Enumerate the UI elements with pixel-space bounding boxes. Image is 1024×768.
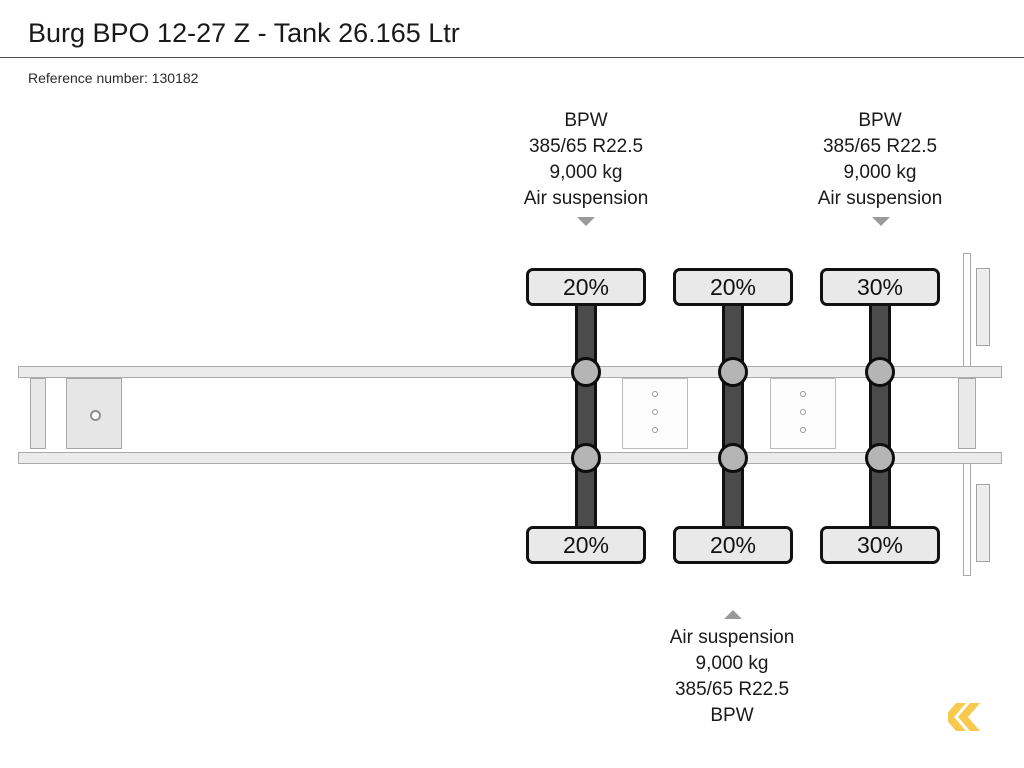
bolt-hole-icon — [652, 427, 658, 433]
load-badge-value: 20% — [709, 273, 757, 300]
axle-bar-2 — [722, 292, 744, 538]
wheel-hub-1-bottom — [571, 443, 601, 473]
rear-lamp-lower — [976, 484, 990, 562]
bolt-hole-icon — [800, 391, 806, 397]
callout-line-tyre-size: 385/65 R22.5 — [674, 679, 790, 700]
axle-callout-bottom: Air suspension 9,000 kg 385/65 R22.5 BPW — [592, 625, 872, 729]
callout-line-suspension: Air suspension — [523, 188, 649, 209]
chassis-rail-top — [18, 366, 1002, 378]
page-title: Burg BPO 12-27 Z - Tank 26.165 Ltr — [28, 18, 460, 48]
axle-bar-3 — [869, 292, 891, 538]
callout-line-capacity: 9,000 kg — [695, 653, 769, 674]
load-badge-axle-1-bottom: 20% — [526, 526, 646, 564]
bolt-hole-icon — [652, 409, 658, 415]
callout-pointer-down-icon — [872, 217, 890, 226]
callout-line-capacity: 9,000 kg — [843, 162, 917, 183]
rear-cross-member — [958, 378, 976, 449]
load-badge-value: 20% — [562, 273, 610, 300]
load-badge-axle-2-bottom: 20% — [673, 526, 793, 564]
load-badge-axle-3-top: 30% — [820, 268, 940, 306]
axle-callout-top-right: BPW 385/65 R22.5 9,000 kg Air suspension — [740, 108, 1020, 212]
callout-pointer-down-icon — [577, 217, 595, 226]
callout-line-brand: BPW — [564, 110, 608, 131]
bolt-hole-icon — [800, 409, 806, 415]
chassis-drawing — [0, 96, 1024, 768]
callout-line-brand: BPW — [710, 705, 754, 726]
callout-line-suspension: Air suspension — [669, 627, 795, 648]
double-chevron-left-icon — [944, 703, 980, 731]
load-badge-axle-2-top: 20% — [673, 268, 793, 306]
bolt-hole-icon — [652, 391, 658, 397]
callout-line-suspension: Air suspension — [817, 188, 943, 209]
callout-line-brand: BPW — [858, 110, 902, 131]
bolt-hole-icon — [800, 427, 806, 433]
load-badge-value: 20% — [562, 531, 610, 558]
reference-number: Reference number: 130182 — [28, 70, 199, 86]
cross-member-plate — [770, 378, 836, 449]
title-divider — [0, 57, 1024, 58]
rear-spine-upper — [963, 253, 971, 371]
load-badge-axle-1-top: 20% — [526, 268, 646, 306]
wheel-hub-2-top — [718, 357, 748, 387]
load-badge-value: 30% — [856, 531, 904, 558]
wheel-hub-3-top — [865, 357, 895, 387]
bolt-hole-group — [652, 391, 658, 433]
callout-line-tyre-size: 385/65 R22.5 — [528, 136, 644, 157]
front-cross-member — [30, 378, 46, 449]
callout-line-capacity: 9,000 kg — [549, 162, 623, 183]
wheel-hub-3-bottom — [865, 443, 895, 473]
rear-lamp-upper — [976, 268, 990, 346]
chassis-rail-bottom — [18, 452, 1002, 464]
load-badge-axle-3-bottom: 30% — [820, 526, 940, 564]
cross-member-plate — [622, 378, 688, 449]
wheel-hub-2-bottom — [718, 443, 748, 473]
axle-bar-1 — [575, 292, 597, 538]
rear-spine-lower — [963, 458, 971, 576]
kingpin-icon — [90, 410, 101, 421]
callout-line-tyre-size: 385/65 R22.5 — [822, 136, 938, 157]
callout-pointer-up-icon — [724, 610, 742, 619]
load-badge-value: 30% — [856, 273, 904, 300]
wheel-hub-1-top — [571, 357, 601, 387]
load-badge-value: 20% — [709, 531, 757, 558]
page-header: Burg BPO 12-27 Z - Tank 26.165 Ltr Refer… — [0, 0, 1024, 96]
axle-callout-top-left: BPW 385/65 R22.5 9,000 kg Air suspension — [446, 108, 726, 212]
watermark-logo — [944, 700, 994, 734]
bolt-hole-group — [800, 391, 806, 433]
axle-configuration-diagram: 20% 20% 30% 20% 20% 30% BPW 385/65 R22.5… — [0, 96, 1024, 768]
